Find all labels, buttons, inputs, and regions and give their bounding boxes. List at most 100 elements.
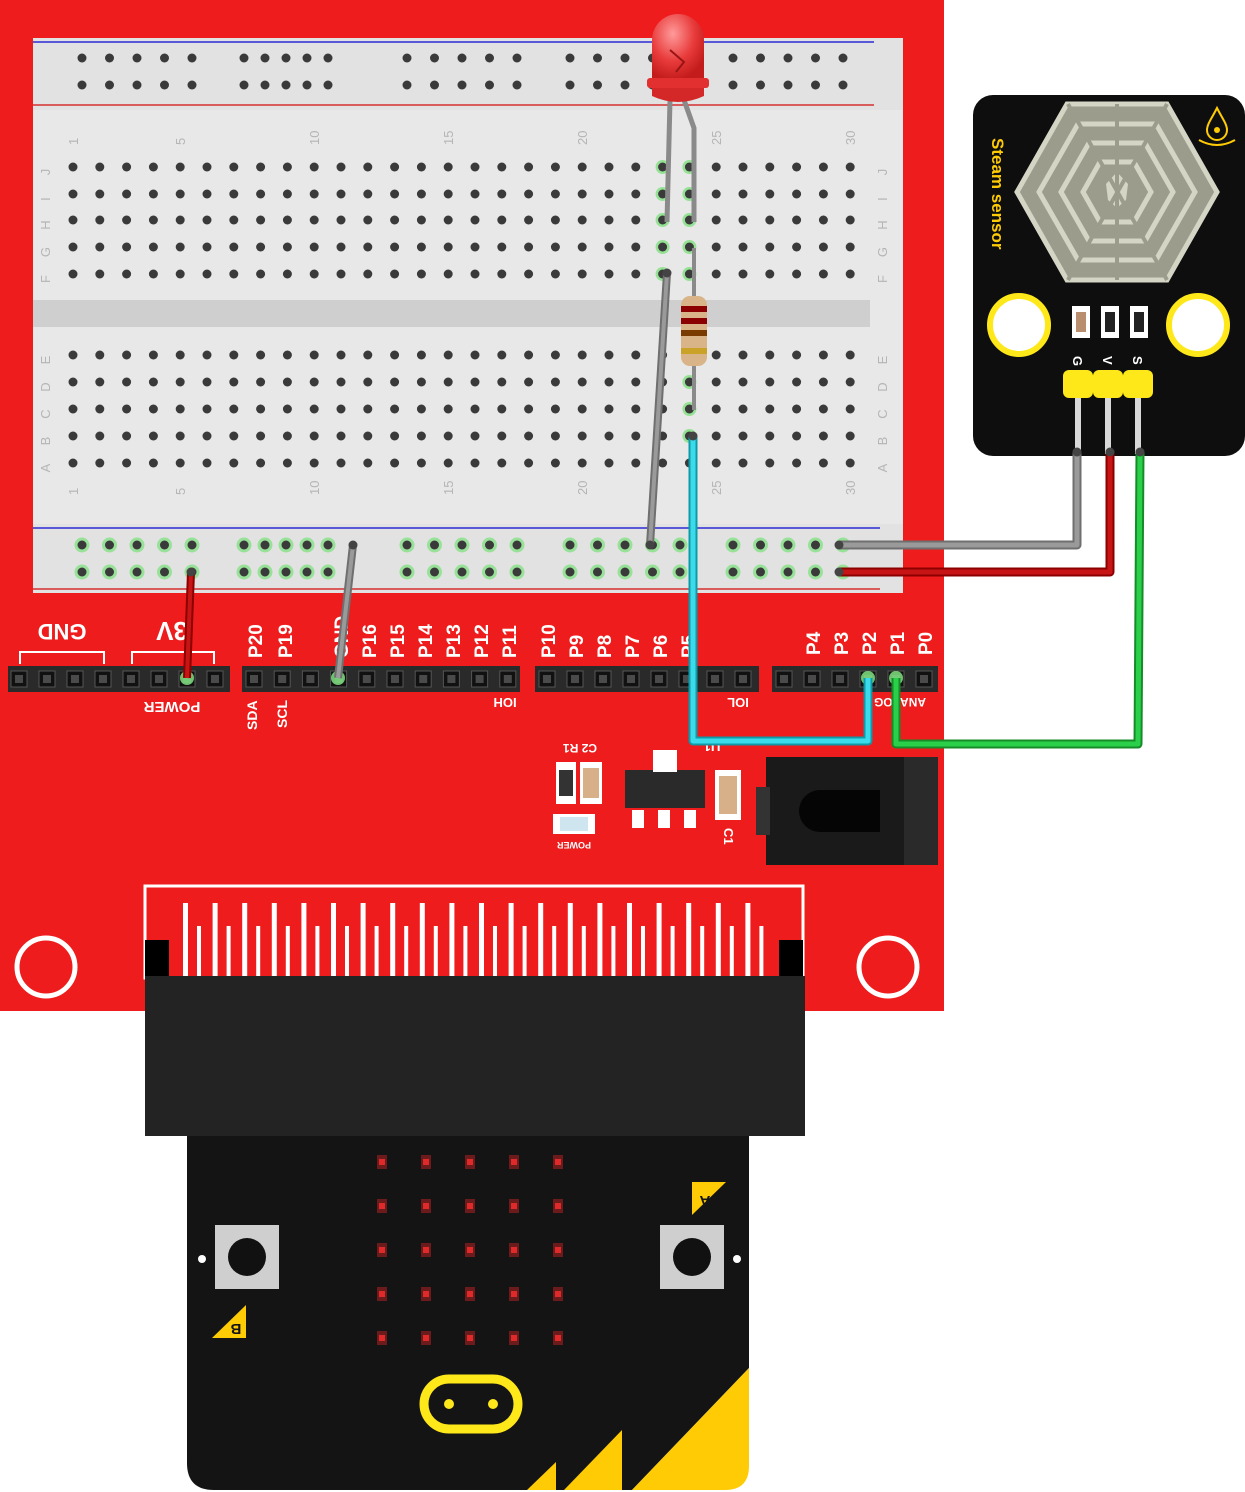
- breadboard-hole: [443, 242, 453, 252]
- row-letter: C: [875, 409, 890, 418]
- breadboard-hole: [229, 269, 239, 279]
- breadboard-hole: [765, 377, 775, 387]
- rail-hole: [77, 80, 87, 90]
- breadboard-hole: [738, 215, 748, 225]
- breadboard-hole: [711, 269, 721, 279]
- rail-hole: [485, 540, 494, 550]
- breadboard-hole: [363, 269, 373, 279]
- breadboard-hole: [309, 215, 319, 225]
- rail-hole: [783, 540, 793, 550]
- breadboard-hole: [256, 404, 266, 414]
- rail-hole: [132, 540, 142, 550]
- breadboard-hole: [95, 431, 105, 441]
- breadboard-hole: [550, 404, 560, 414]
- breadboard-hole: [363, 350, 373, 360]
- breadboard-hole: [497, 458, 507, 468]
- gnd-bracket: [19, 651, 105, 664]
- breadboard-hole: [577, 431, 587, 441]
- button-a[interactable]: [660, 1225, 741, 1289]
- breadboard-hole: [577, 350, 587, 360]
- breadboard-holes: [68, 53, 855, 580]
- breadboard-hole: [229, 458, 239, 468]
- touch-logo-icon[interactable]: [419, 1374, 523, 1434]
- rail-hole: [485, 567, 494, 577]
- breadboard-hole: [148, 162, 158, 172]
- breadboard-hole: [684, 242, 694, 252]
- rail-hole: [132, 567, 142, 577]
- breadboard-hole: [229, 350, 239, 360]
- breadboard-hole: [363, 162, 373, 172]
- power-led-label: POWER: [557, 840, 592, 850]
- breadboard-hole: [470, 377, 480, 387]
- rail-hole: [565, 53, 575, 63]
- row-letter: E: [38, 355, 53, 364]
- breadboard-hole: [256, 431, 266, 441]
- breadboard-hole: [122, 162, 132, 172]
- breadboard-hole: [658, 458, 668, 468]
- breadboard-hole: [282, 242, 292, 252]
- rail-hole: [811, 53, 820, 63]
- water-drop-icon: [1198, 105, 1236, 146]
- rail-hole: [811, 567, 820, 577]
- breadboard-hole: [550, 350, 560, 360]
- breadboard-hole: [336, 162, 346, 172]
- breadboard-hole: [68, 404, 78, 414]
- breadboard-hole: [524, 431, 534, 441]
- rail-hole: [838, 53, 848, 63]
- rail-hole: [728, 540, 738, 550]
- breadboard-hole: [229, 162, 239, 172]
- breadboard-hole: [229, 189, 239, 199]
- breadboard-hole: [175, 404, 185, 414]
- rail-hole: [728, 567, 738, 577]
- breadboard-hole: [470, 404, 480, 414]
- breadboard-hole: [470, 431, 480, 441]
- breadboard-hole: [363, 431, 373, 441]
- sensor-mount-hole-right: [1166, 293, 1230, 357]
- breadboard-hole: [684, 377, 694, 387]
- rail-hole: [485, 53, 494, 63]
- breadboard-hole: [631, 377, 641, 387]
- breadboard-hole: [765, 162, 775, 172]
- rail-hole: [430, 80, 439, 90]
- breadboard-hole: [818, 350, 828, 360]
- breadboard-hole: [792, 431, 802, 441]
- breadboard-hole: [416, 377, 426, 387]
- sensor-mount-hole-left: [987, 293, 1051, 357]
- rail-hole: [565, 540, 575, 550]
- breadboard-hole: [175, 162, 185, 172]
- breadboard-hole: [390, 162, 400, 172]
- breadboard-hole: [175, 269, 185, 279]
- breadboard-hole: [577, 242, 587, 252]
- breadboard-hole: [68, 162, 78, 172]
- breadboard-hole: [202, 404, 212, 414]
- breadboard-hole: [256, 242, 266, 252]
- breadboard-hole: [845, 431, 855, 441]
- column-number: 30: [843, 131, 858, 145]
- svg-text:B: B: [230, 1320, 241, 1337]
- breadboard-hole: [95, 350, 105, 360]
- breadboard-hole: [818, 215, 828, 225]
- pin-label-p20: P20: [246, 624, 267, 658]
- rail-hole: [160, 540, 169, 550]
- breadboard-hole: [792, 458, 802, 468]
- rail-hole: [756, 567, 765, 577]
- breadboard-hole: [604, 162, 614, 172]
- breadboard-hole: [148, 215, 158, 225]
- rail-hole: [187, 80, 197, 90]
- wires: [183, 268, 1145, 749]
- breadboard-hole: [443, 189, 453, 199]
- 3v-bracket: [131, 651, 215, 664]
- button-b[interactable]: [198, 1225, 279, 1289]
- breadboard-hole: [390, 404, 400, 414]
- rail-hole: [565, 567, 575, 577]
- sensor-title: Steam sensor: [988, 138, 1007, 250]
- pin-label-p6: P6: [651, 635, 672, 658]
- rail-hole: [187, 53, 197, 63]
- breadboard-hole: [550, 269, 560, 279]
- breadboard-hole: [175, 189, 185, 199]
- rail-hole: [593, 540, 602, 550]
- 3v-label: 3V: [155, 616, 187, 646]
- breadboard-hole: [229, 377, 239, 387]
- rail-hole: [402, 53, 412, 63]
- breadboard-hole: [122, 404, 132, 414]
